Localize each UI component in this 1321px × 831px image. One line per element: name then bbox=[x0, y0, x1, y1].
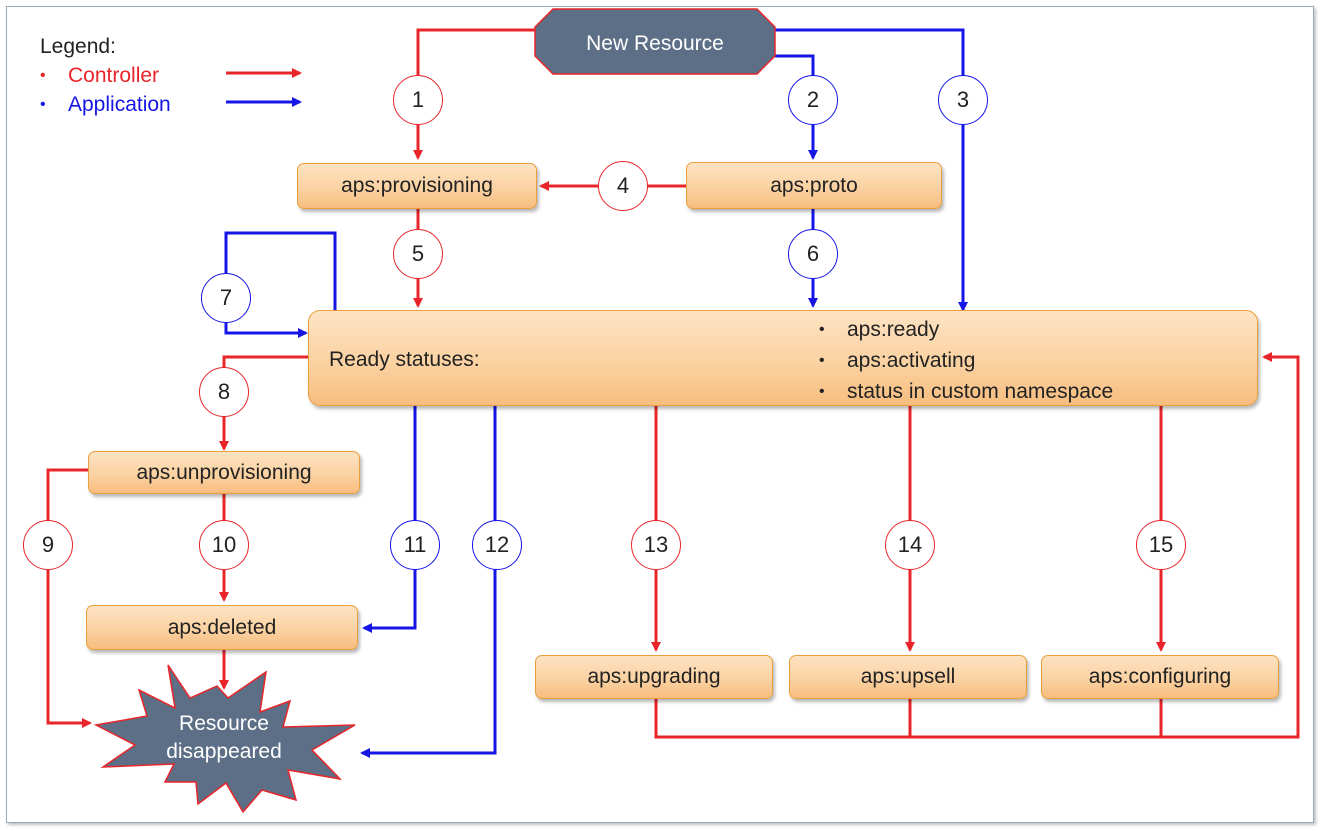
transition-6-marker: 6 bbox=[788, 229, 838, 279]
configuring-label: aps:configuring bbox=[1088, 665, 1232, 688]
arrow-8 bbox=[219, 355, 308, 451]
transition-4-marker: 4 bbox=[598, 161, 648, 211]
legend-application-label: Application bbox=[68, 93, 171, 116]
upsell-box: aps:upsell bbox=[789, 655, 1027, 699]
transition-14-marker: 14 bbox=[885, 520, 935, 570]
ready-status-item: status in custom namespace bbox=[819, 376, 1113, 407]
new-resource-shape bbox=[534, 8, 776, 75]
legend-controller-bullet: • bbox=[40, 67, 46, 84]
deleted-label: aps:deleted bbox=[167, 615, 277, 639]
legend-controller: • Controller bbox=[40, 61, 171, 90]
resource-disappeared-shape bbox=[93, 664, 356, 814]
transition-1-marker: 1 bbox=[393, 75, 443, 125]
resource-disappeared-line2: disappeared bbox=[166, 740, 282, 763]
proto-box: aps:proto bbox=[686, 162, 942, 209]
ready-statuses-label: Ready statuses: bbox=[329, 348, 480, 371]
legend-application-bullet: • bbox=[40, 96, 46, 113]
resource-disappeared-label: Resource disappeared bbox=[145, 710, 303, 766]
ready-status-item: aps:ready bbox=[819, 314, 1113, 345]
arrow-9 bbox=[46, 468, 92, 728]
provisioning-label: aps:provisioning bbox=[341, 174, 493, 197]
legend: Legend: • Controller • Application bbox=[40, 32, 171, 119]
upsell-label: aps:upsell bbox=[860, 665, 956, 688]
arrow-11 bbox=[362, 406, 417, 633]
proto-label: aps:proto bbox=[770, 173, 858, 197]
upgrading-box: aps:upgrading bbox=[535, 655, 773, 699]
configuring-box: aps:configuring bbox=[1041, 655, 1279, 699]
transition-8-marker: 8 bbox=[199, 367, 249, 417]
new-resource-label: New Resource bbox=[586, 32, 724, 55]
legend-application: • Application bbox=[40, 90, 171, 119]
transition-9-marker: 9 bbox=[23, 520, 73, 570]
transition-11-marker: 11 bbox=[390, 520, 440, 570]
transition-7-marker: 7 bbox=[201, 273, 251, 323]
transition-15-marker: 15 bbox=[1136, 520, 1186, 570]
deleted-box: aps:deleted bbox=[86, 605, 358, 650]
upgrading-label: aps:upgrading bbox=[587, 665, 721, 688]
arrow-return-to-ready bbox=[654, 352, 1300, 739]
legend-title: Legend: bbox=[40, 35, 116, 58]
resource-disappeared-line1: Resource bbox=[179, 712, 269, 735]
arrow-12 bbox=[360, 406, 497, 758]
transition-10-marker: 10 bbox=[199, 520, 249, 570]
ready-statuses-list: aps:ready aps:activating status in custo… bbox=[819, 314, 1113, 407]
ready-statuses-box: Ready statuses: aps:ready aps:activating… bbox=[308, 310, 1258, 406]
unprovisioning-box: aps:unprovisioning bbox=[88, 451, 360, 494]
provisioning-box: aps:provisioning bbox=[297, 163, 537, 209]
transition-12-marker: 12 bbox=[472, 520, 522, 570]
ready-status-item: aps:activating bbox=[819, 345, 1113, 376]
legend-controller-label: Controller bbox=[68, 64, 160, 87]
transition-3-marker: 3 bbox=[938, 75, 988, 125]
arrow-7 bbox=[224, 231, 337, 338]
arrow-3 bbox=[770, 28, 968, 312]
transition-13-marker: 13 bbox=[631, 520, 681, 570]
transition-2-marker: 2 bbox=[788, 75, 838, 125]
transition-5-marker: 5 bbox=[393, 229, 443, 279]
unprovisioning-label: aps:unprovisioning bbox=[136, 460, 312, 484]
